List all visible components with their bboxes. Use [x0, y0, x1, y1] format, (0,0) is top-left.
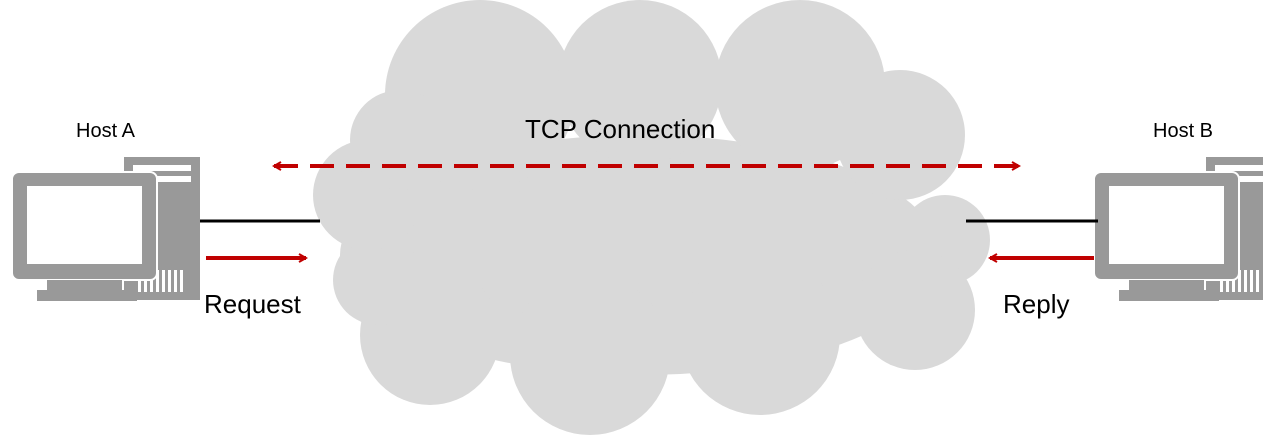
host-a-label: Host A [76, 120, 136, 142]
host-a-computer-icon [11, 157, 200, 301]
host-b-computer-icon [1093, 157, 1263, 301]
tcp-connection-label: TCP Connection [525, 114, 715, 144]
cloud-icon [313, 0, 990, 435]
request-label: Request [204, 289, 302, 319]
monitor [1093, 171, 1240, 301]
monitor [11, 171, 158, 301]
host-b-label: Host B [1153, 120, 1213, 142]
reply-label: Reply [1003, 289, 1069, 319]
